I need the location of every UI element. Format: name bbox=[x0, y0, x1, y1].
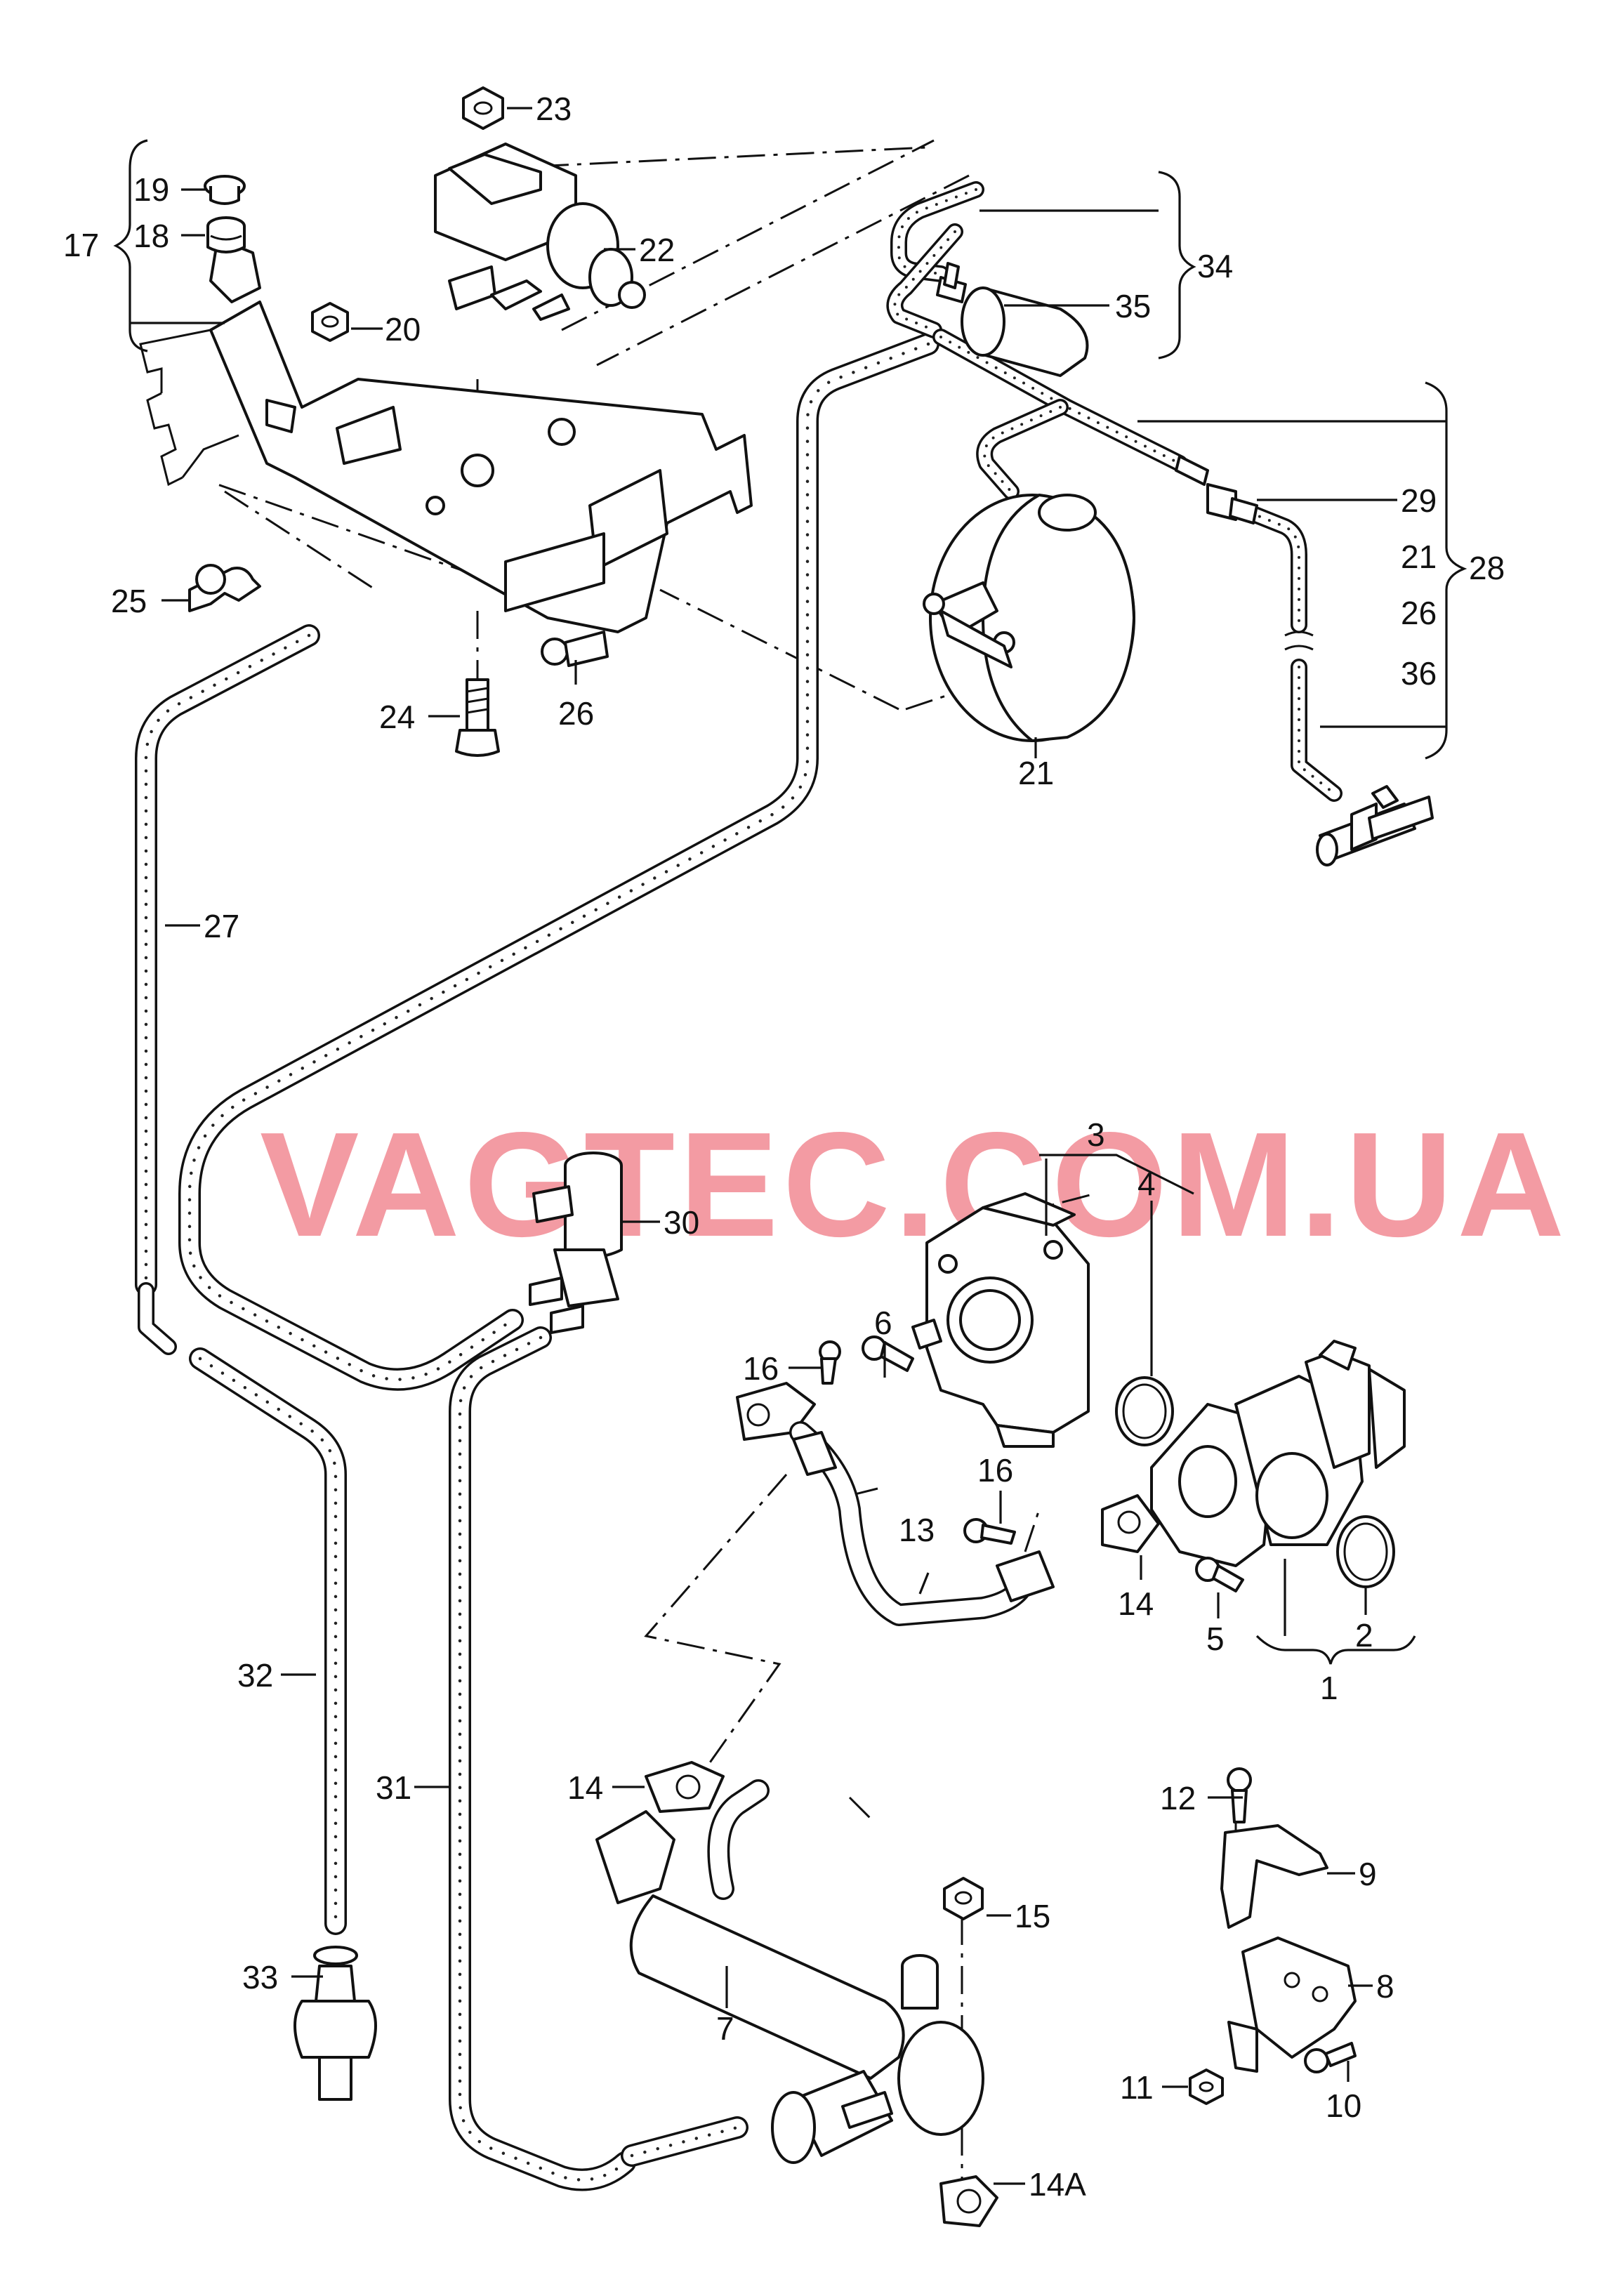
bolt-5 bbox=[1195, 1557, 1244, 1592]
bolt-16-lower bbox=[963, 1518, 1016, 1545]
label-18: 18 bbox=[133, 218, 169, 254]
label-9: 9 bbox=[1359, 1856, 1377, 1892]
hose-31 bbox=[449, 1326, 748, 2191]
label-15: 15 bbox=[1015, 1898, 1050, 1934]
leader-lines bbox=[113, 107, 1467, 2185]
egr-cooler-7 bbox=[595, 1779, 984, 2164]
label-35: 35 bbox=[1115, 288, 1151, 324]
label-1: 1 bbox=[1320, 1670, 1338, 1706]
hose-main-vacuum bbox=[178, 333, 939, 1391]
label-32: 32 bbox=[237, 1657, 273, 1694]
tee-connector bbox=[1316, 785, 1434, 866]
label-12: 12 bbox=[1160, 1780, 1196, 1816]
label-33: 33 bbox=[242, 1959, 278, 1995]
label-19: 19 bbox=[133, 171, 169, 208]
label-14a: 14 bbox=[1118, 1585, 1154, 1622]
label-28: 28 bbox=[1469, 550, 1505, 586]
bracket-9 bbox=[1220, 1824, 1328, 1929]
gasket-14-lower bbox=[645, 1761, 725, 1813]
fitting-29 bbox=[1175, 455, 1258, 524]
o-ring-2 bbox=[1336, 1515, 1395, 1588]
filter-33 bbox=[293, 1946, 377, 2101]
label-22: 22 bbox=[639, 232, 675, 268]
label-27: 27 bbox=[204, 908, 239, 944]
label-20: 20 bbox=[385, 311, 421, 348]
label-14b: 14 bbox=[567, 1769, 603, 1806]
solenoid-valve-22 bbox=[434, 143, 646, 321]
label-2: 2 bbox=[1355, 1617, 1373, 1654]
bolt-16-upper bbox=[819, 1340, 841, 1385]
hose-27 bbox=[135, 624, 320, 1355]
vacuum-unit-21 bbox=[923, 494, 1135, 742]
bolt-24 bbox=[455, 678, 500, 757]
o-ring-4 bbox=[1115, 1376, 1174, 1446]
label-17: 17 bbox=[63, 227, 99, 263]
label-21a: 21 bbox=[1018, 755, 1054, 791]
label-5: 5 bbox=[1206, 1621, 1225, 1657]
nut-23 bbox=[462, 86, 504, 130]
nut-15 bbox=[943, 1877, 984, 1920]
label-16a: 16 bbox=[743, 1350, 779, 1387]
bolt-10 bbox=[1304, 2042, 1357, 2073]
egr-pipe-13 bbox=[736, 1382, 1055, 1626]
label-14A: 14A bbox=[1029, 2166, 1086, 2203]
bolt-26 bbox=[541, 631, 609, 667]
label-36: 36 bbox=[1401, 655, 1437, 692]
label-7: 7 bbox=[716, 2010, 734, 2047]
vacuum-reservoir-35 bbox=[936, 262, 1089, 377]
bolt-12 bbox=[1227, 1767, 1252, 1823]
intake-manifold-1 bbox=[1150, 1340, 1406, 1567]
label-29: 29 bbox=[1401, 482, 1437, 519]
label-16b: 16 bbox=[977, 1452, 1013, 1489]
label-21b: 21 bbox=[1401, 539, 1437, 575]
hose-32 bbox=[189, 1347, 347, 1935]
part-labels: 17 19 18 20 23 22 25 24 26 27 32 31 33 3… bbox=[63, 91, 1505, 2203]
hose-28 bbox=[932, 329, 1343, 802]
label-13: 13 bbox=[899, 1512, 935, 1548]
watermark-text: VAGTEC.COM.UA bbox=[260, 1101, 1569, 1267]
gasket-14-upper bbox=[1101, 1494, 1160, 1553]
label-6: 6 bbox=[874, 1305, 892, 1341]
gasket-14A bbox=[939, 2175, 998, 2227]
label-10: 10 bbox=[1326, 2087, 1361, 2124]
label-26a: 26 bbox=[558, 695, 594, 732]
label-34: 34 bbox=[1197, 248, 1233, 284]
grommet-18 bbox=[206, 216, 246, 253]
label-31: 31 bbox=[376, 1769, 411, 1806]
label-11: 11 bbox=[1120, 2069, 1154, 2106]
nut-20 bbox=[311, 302, 349, 342]
clip-25 bbox=[188, 564, 261, 612]
label-30: 30 bbox=[664, 1204, 699, 1241]
label-3: 3 bbox=[1087, 1116, 1105, 1153]
valve-30 bbox=[529, 1152, 623, 1334]
label-4: 4 bbox=[1137, 1166, 1156, 1202]
hose-34 bbox=[886, 181, 984, 338]
bracket-assembly bbox=[139, 237, 753, 633]
label-8: 8 bbox=[1376, 1968, 1394, 2005]
label-26b: 26 bbox=[1401, 595, 1437, 631]
label-24: 24 bbox=[379, 699, 415, 735]
bolt-6 bbox=[862, 1335, 914, 1372]
throttle-body-3 bbox=[911, 1192, 1090, 1448]
bracket-8 bbox=[1227, 1937, 1357, 2073]
label-23: 23 bbox=[536, 91, 572, 127]
nut-11 bbox=[1189, 2069, 1224, 2105]
grommet-19 bbox=[204, 175, 246, 205]
label-25: 25 bbox=[111, 583, 147, 619]
